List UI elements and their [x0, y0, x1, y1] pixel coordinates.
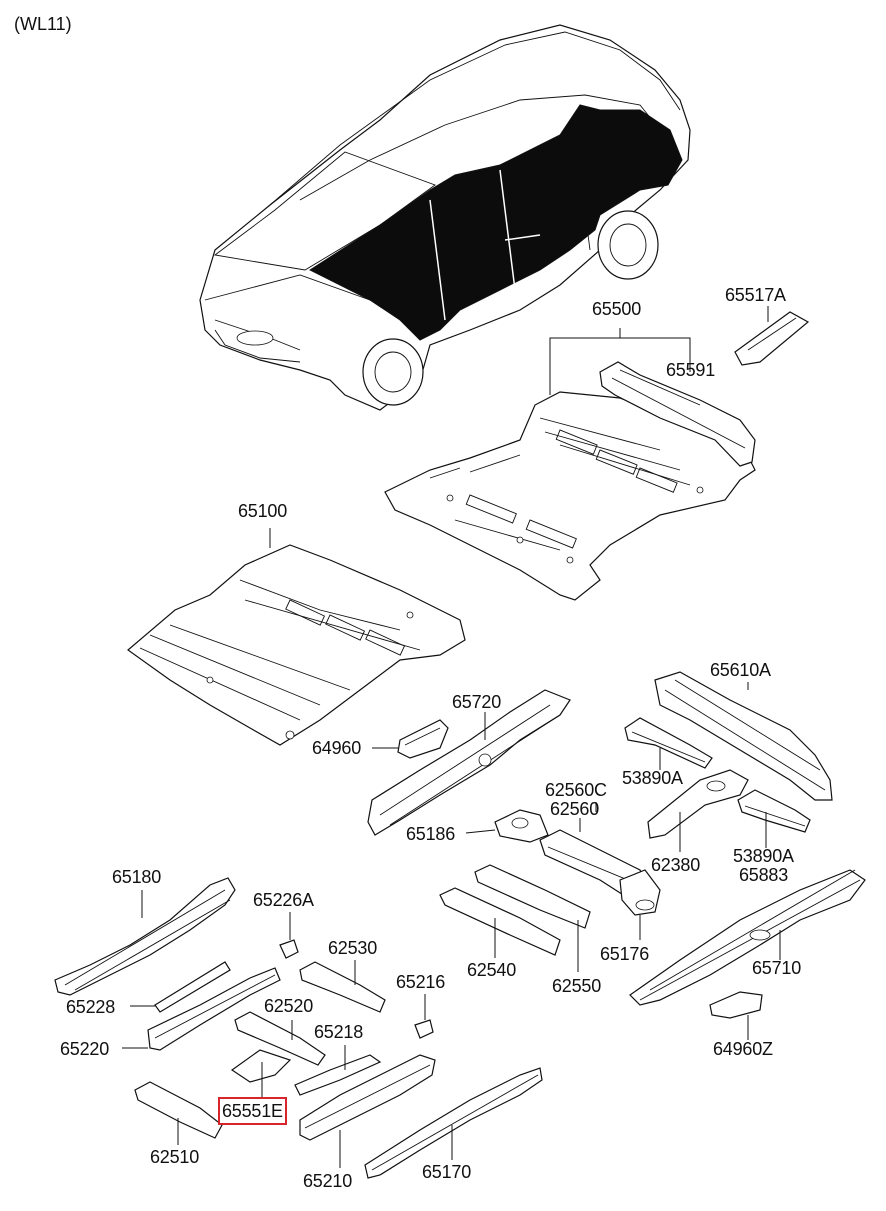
part-number-65228[interactable]: 65228	[66, 997, 116, 1017]
bracket-53890a-upper-drawing	[624, 717, 713, 770]
part-number-65500[interactable]: 65500	[592, 299, 642, 319]
front-side-member-65210-drawing	[299, 1054, 436, 1168]
part-number-65180[interactable]: 65180	[112, 867, 162, 887]
clip-65216-drawing	[414, 994, 434, 1039]
part-number-62560[interactable]: 62560	[550, 799, 600, 819]
part-number-65220[interactable]: 65220	[60, 1039, 110, 1059]
part-number-53890a-upper[interactable]: 53890A	[622, 768, 683, 788]
cross-member-62540-drawing	[439, 887, 561, 958]
bracket-53890a-lower-drawing	[737, 789, 811, 848]
part-number-62560c[interactable]: 62560C	[545, 780, 607, 800]
part-number-65186[interactable]: 65186	[406, 824, 456, 844]
part-number-64960[interactable]: 64960	[312, 738, 362, 758]
rear-floor-panel-drawing	[384, 328, 756, 601]
cross-member-62520-drawing	[234, 1011, 326, 1066]
front-floor-panel-drawing	[127, 528, 466, 746]
side-sill-65220-drawing	[122, 967, 281, 1051]
bracket-65186-drawing	[465, 809, 549, 843]
part-number-62530[interactable]: 62530	[328, 938, 378, 958]
side-member-65720-drawing	[367, 689, 571, 836]
part-number-62540[interactable]: 62540	[467, 960, 517, 980]
part-number-62550[interactable]: 62550	[552, 976, 602, 996]
part-number-65176[interactable]: 65176	[600, 944, 650, 964]
part-number-65210[interactable]: 65210	[303, 1171, 353, 1191]
part-number-65218[interactable]: 65218	[314, 1022, 364, 1042]
part-number-65100[interactable]: 65100	[238, 501, 288, 521]
part-number-65610a[interactable]: 65610A	[710, 660, 771, 680]
bracket-64960z-drawing	[709, 991, 763, 1040]
part-number-65216[interactable]: 65216	[396, 972, 446, 992]
part-number-65551e-highlighted[interactable]: 65551E	[218, 1097, 287, 1125]
rear-cross-member-drawing	[599, 361, 756, 467]
part-number-65591[interactable]: 65591	[666, 360, 716, 380]
rear-side-member-65610a-drawing	[654, 671, 833, 801]
cross-member-62550-drawing	[474, 864, 591, 972]
part-number-64960z[interactable]: 64960Z	[713, 1039, 773, 1059]
part-number-65517a[interactable]: 65517A	[725, 285, 786, 305]
bracket-65517a-drawing	[734, 306, 810, 366]
part-number-53890a-lower[interactable]: 53890A	[733, 846, 794, 866]
bracket-65176-drawing	[619, 869, 661, 940]
bracket-65551e-drawing	[230, 1049, 292, 1098]
front-side-member-65180-drawing	[54, 877, 236, 996]
part-number-65710[interactable]: 65710	[752, 958, 802, 978]
part-number-65720[interactable]: 65720	[452, 692, 502, 712]
cross-member-62380-drawing	[647, 769, 749, 852]
clip-65226a-drawing	[279, 912, 299, 959]
cross-member-62530-drawing	[299, 960, 386, 1013]
bracket-64960-drawing	[372, 719, 449, 759]
minivan-illustration	[199, 24, 691, 411]
side-reinforcement-65228-drawing	[130, 961, 231, 1013]
rear-side-member-65710-drawing	[629, 869, 866, 1006]
model-code: (WL11)	[14, 14, 72, 34]
part-number-62380[interactable]: 62380	[651, 855, 701, 875]
cross-member-62510-drawing	[134, 1081, 223, 1145]
part-number-62510[interactable]: 62510	[150, 1147, 200, 1167]
part-number-65170[interactable]: 65170	[422, 1162, 472, 1182]
part-number-65226a[interactable]: 65226A	[253, 890, 314, 910]
side-member-65218-drawing	[294, 1045, 382, 1096]
part-number-65883[interactable]: 65883	[739, 865, 789, 885]
part-number-62520[interactable]: 62520	[264, 996, 314, 1016]
rear-side-member-65170-drawing	[364, 1067, 543, 1179]
